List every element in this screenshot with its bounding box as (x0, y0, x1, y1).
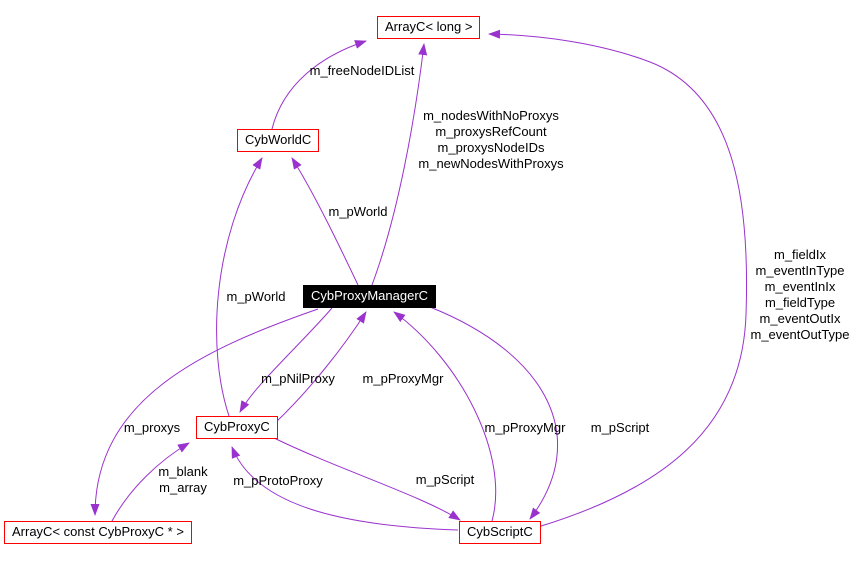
edge-label-m-blank-m-array: m_blank m_array (158, 464, 207, 496)
edge-manager-to-arraylong (371, 43, 428, 286)
edge-manager-to-script-m-pscript (429, 306, 558, 520)
edge-label-m-pnilproxy: m_pNilProxy (261, 371, 335, 386)
edge-label-m-pscript-from-proxy: m_pScript (415, 472, 475, 487)
node-cybproxyc[interactable]: CybProxyC (196, 416, 278, 439)
edge-manager-to-constarray-m-proxys (90, 308, 319, 516)
edge-label-m-pscript-from-manager: m_pScript (590, 420, 650, 435)
edge-proxy-to-script-m-pscript (273, 437, 461, 521)
edge-label-m-freenodeidlist: m_freeNodeIDList (309, 63, 415, 78)
edge-label-line: m_nodesWithNoProxys (423, 108, 559, 123)
node-arrayc-long[interactable]: ArrayC< long > (377, 16, 481, 39)
edge-label-line: m_newNodesWithProxys (418, 156, 564, 171)
edge-label-m-pproxymgr-from-proxy: m_pProxyMgr (362, 371, 444, 386)
edge-label-line: m_blank (158, 464, 208, 479)
edge-label-line: m_eventInIx (764, 279, 836, 294)
edge-label-manager-arrays: m_nodesWithNoProxys m_proxysRefCount m_p… (418, 108, 563, 172)
edge-label-line: m_proxysRefCount (435, 124, 547, 139)
edge-label-script-fields: m_fieldIx m_eventInType m_eventInIx m_fi… (751, 247, 850, 343)
edge-constarray-to-proxy-m-blank-m-array (111, 442, 190, 522)
edge-proxy-to-world-m-pworld (216, 157, 263, 417)
edge-label-line: m_fieldType (764, 295, 836, 310)
edge-proxy-to-manager-m-pproxymgr (273, 311, 367, 425)
edge-world-to-arraylong-m-freenodeidlist (271, 40, 367, 130)
edge-label-line: m_proxysNodeIDs (437, 140, 545, 155)
edge-label-m-pprotoproxy: m_pProtoProxy (233, 473, 323, 488)
node-cybworldc[interactable]: CybWorldC (237, 129, 320, 152)
node-cybscriptc[interactable]: CybScriptC (459, 521, 541, 544)
edge-label-line: m_eventOutType (750, 327, 850, 342)
edge-label-line: m_eventInType (755, 263, 845, 278)
edge-label-m-pworld-proxy: m_pWorld (226, 289, 286, 304)
edge-label-line: m_array (159, 480, 207, 495)
edge-script-to-proxy-m-pprotoproxy (231, 446, 459, 531)
node-arrayc-const-cybproxyc[interactable]: ArrayC< const CybProxyC * > (4, 521, 192, 544)
edge-script-to-arraylong-fields (488, 29, 748, 528)
edge-label-line: m_eventOutIx (759, 311, 841, 326)
edge-manager-to-proxy-m-pnilproxy (239, 307, 333, 413)
edge-label-m-proxys: m_proxys (123, 420, 181, 435)
edge-label-m-pworld-manager: m_pWorld (328, 204, 388, 219)
edge-script-to-manager-m-pproxymgr (393, 311, 497, 522)
edge-label-m-pproxymgr-from-script: m_pProxyMgr (484, 420, 566, 435)
edge-label-line: m_fieldIx (773, 247, 827, 262)
edge-manager-to-world-m-pworld (291, 157, 359, 286)
node-cybproxymanagerc-current: CybProxyManagerC (303, 285, 437, 308)
